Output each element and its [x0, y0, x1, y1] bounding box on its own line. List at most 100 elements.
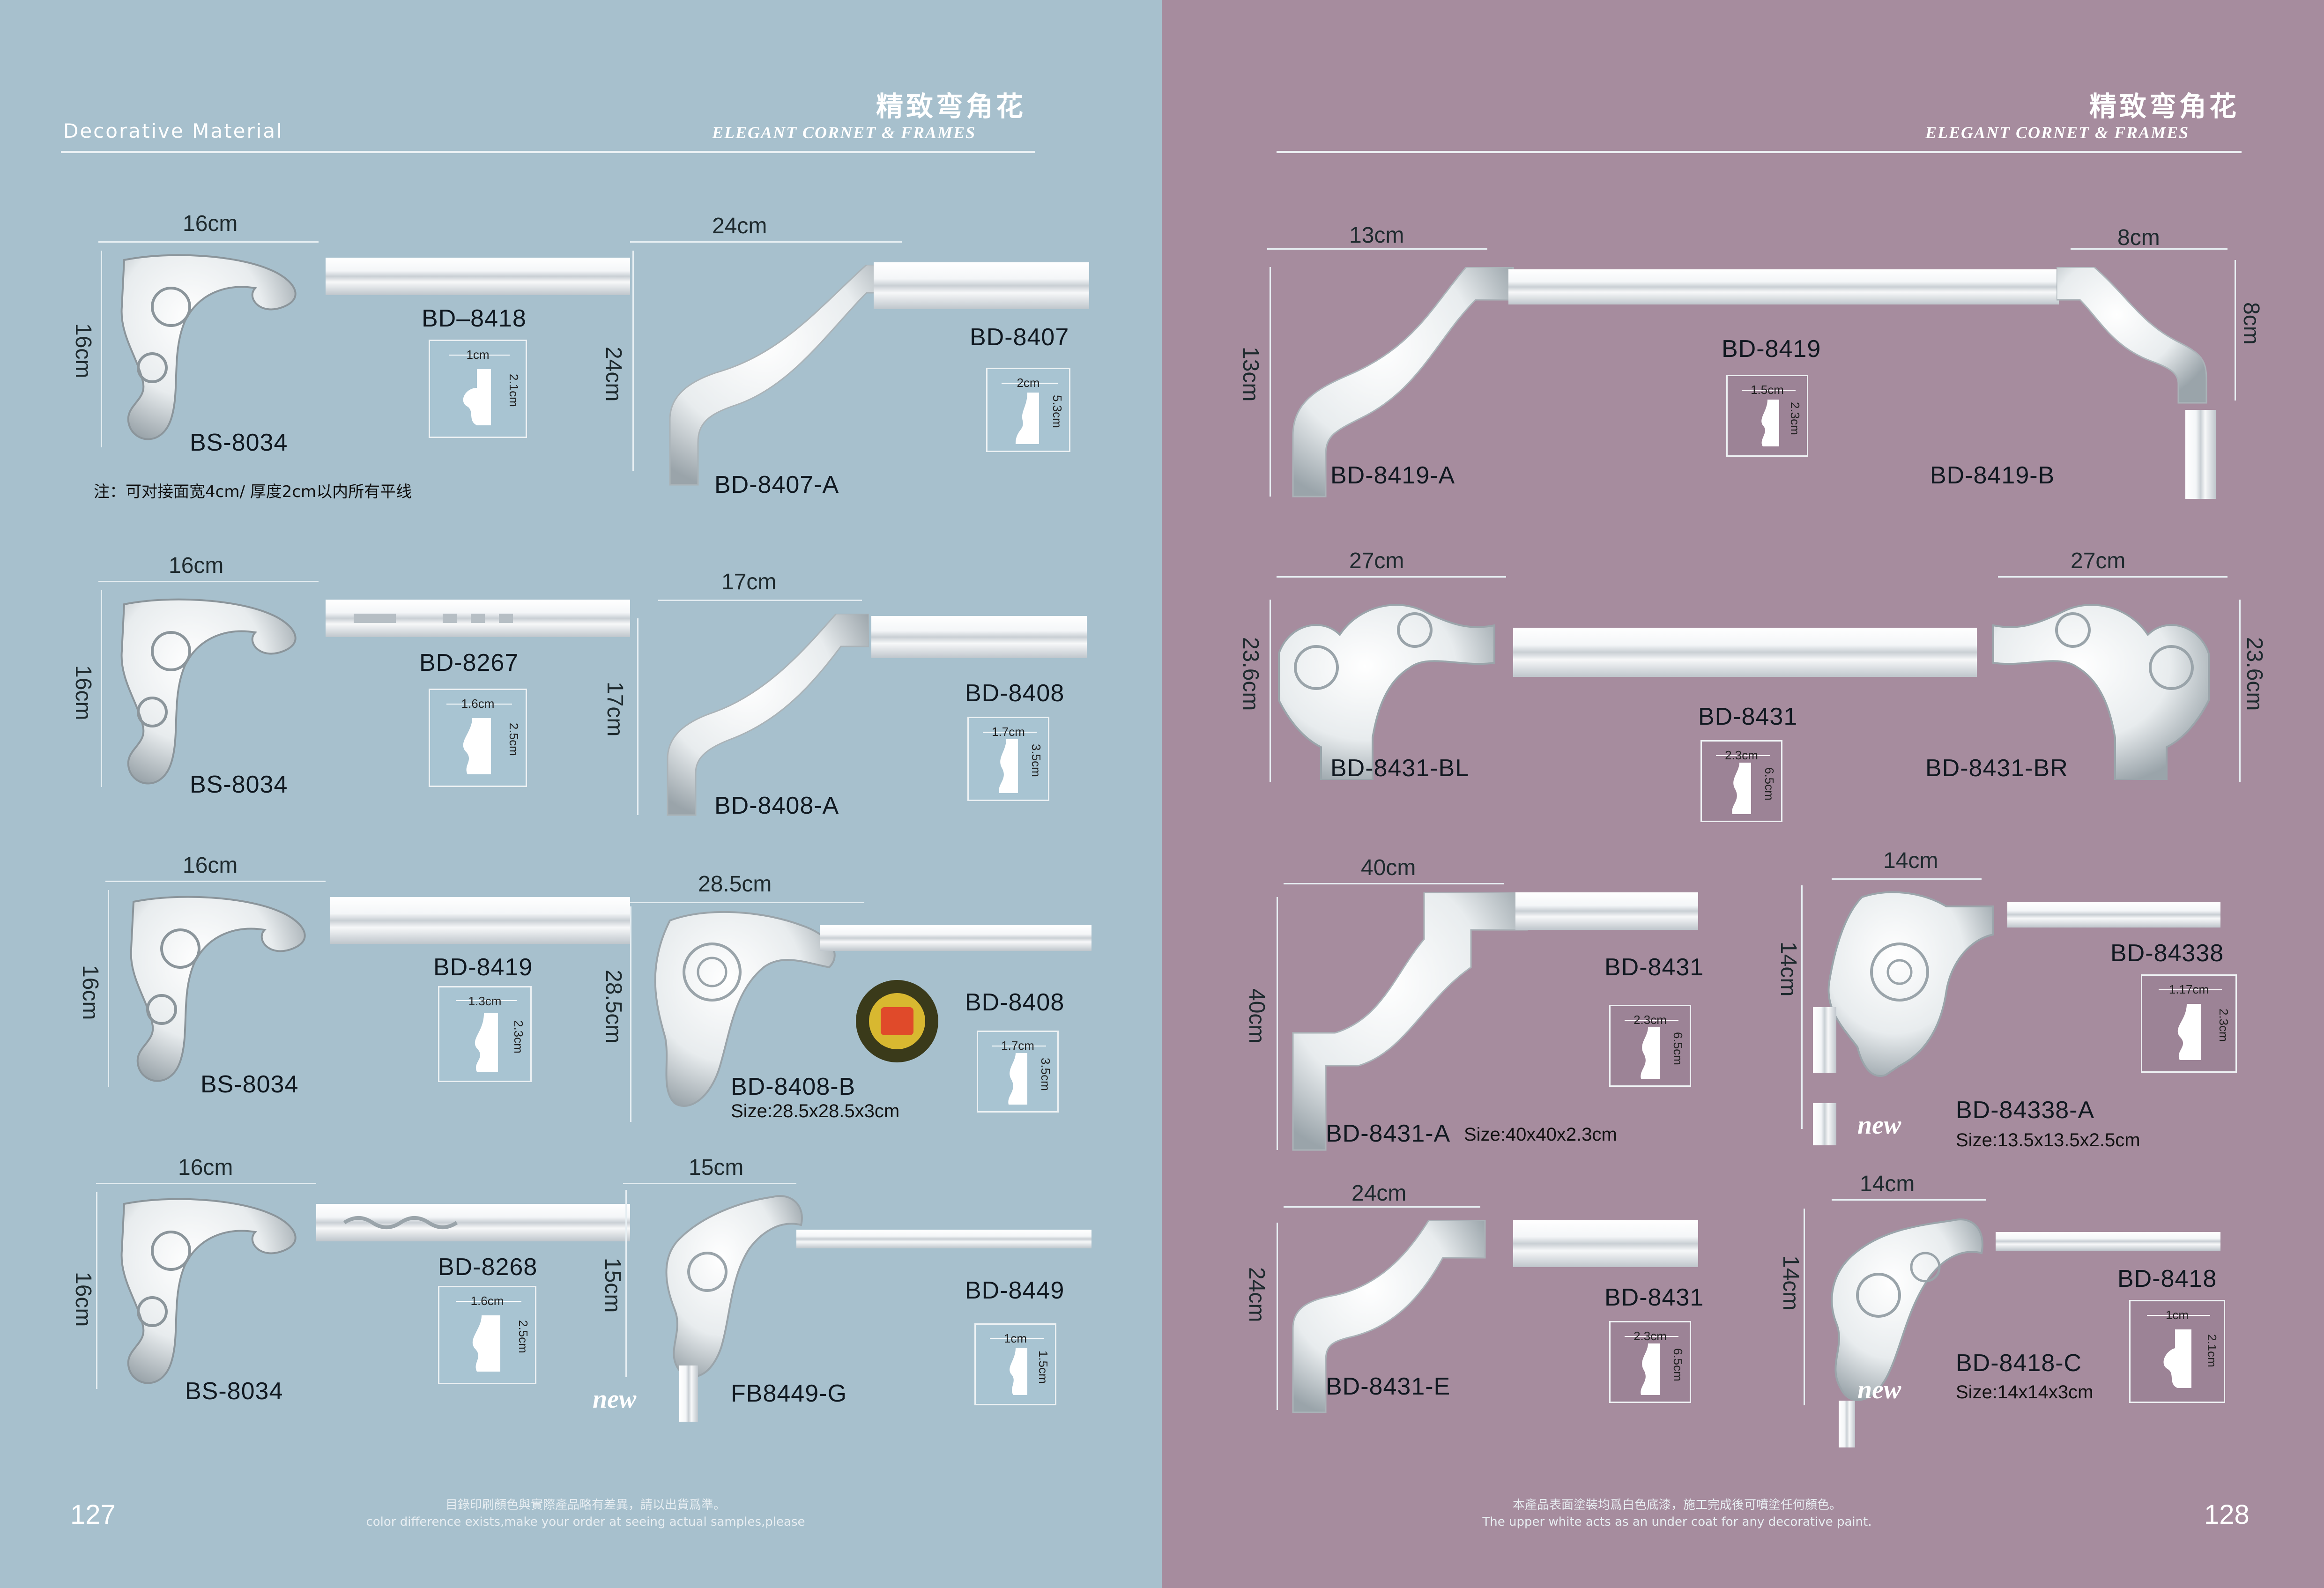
product-block: 28.5cm 28.5cm BD-8408 BD-8408-B Size:28.…: [595, 869, 1110, 1131]
line-code: BD-8431: [1698, 703, 1798, 730]
dim-width: 15cm: [689, 1155, 744, 1180]
profile-box: 2.3cm 6.5cm: [1609, 1005, 1691, 1087]
moulding-rail: [2007, 902, 2220, 928]
dim-width: 16cm: [178, 1155, 233, 1180]
profile-box: 1.7cm 3.5cm: [977, 1031, 1059, 1113]
profile-box: 2.3cm 6.5cm: [1700, 740, 1782, 822]
corner-ornament: [669, 265, 905, 486]
moulding-rail-vertical: [1839, 1401, 1855, 1447]
dim-height: 16cm: [71, 665, 96, 720]
dim-width: 27cm: [1349, 549, 1404, 573]
corner-code: BS-8034: [190, 429, 288, 456]
profile-height: 2.1cm: [507, 374, 521, 407]
moulding-rail-vertical: [1813, 1103, 1836, 1145]
profile-height: 5.3cm: [1050, 395, 1064, 428]
footer-en: color difference exists,make your order …: [366, 1515, 805, 1529]
profile-height: 2.1cm: [2205, 1334, 2219, 1367]
corner-ornament: [1292, 267, 1514, 497]
corner-ornament: [665, 1195, 803, 1378]
profile-width: 1.5cm: [1751, 383, 1784, 397]
profile-width: 2cm: [1017, 376, 1040, 390]
profile-width: 1cm: [2165, 1308, 2189, 1322]
profile-height: 6.5cm: [1671, 1348, 1685, 1381]
corner-ornament: [654, 911, 836, 1107]
dim-height: 23.6cm: [1238, 637, 1263, 711]
dim-height: 13cm: [1238, 347, 1263, 402]
dim-width: 16cm: [183, 853, 238, 878]
dim-width-2: 8cm: [2117, 225, 2160, 250]
line-code: BD–8418: [422, 305, 527, 332]
moulding-rail: [874, 262, 1089, 309]
corner-code: BD-8431-A: [1326, 1120, 1451, 1147]
brand-label: Decorative Material: [63, 119, 283, 142]
packaging-badge: [856, 980, 938, 1062]
product-block: 14cm 14cm BD-84338 1.17cm 2.3cm BD-84338…: [1776, 843, 2286, 1152]
new-badge: new: [1857, 1375, 1901, 1404]
header-rule: [61, 151, 1035, 153]
corner-ornament: [667, 614, 869, 816]
profile-width: 1.3cm: [468, 994, 502, 1008]
moulding-rail: [326, 258, 630, 295]
corner-code-2: BD-8419-B: [1930, 462, 2055, 489]
dim-width: 40cm: [1361, 855, 1416, 880]
moulding-rail: [820, 925, 1091, 951]
moulding-rail: [326, 600, 630, 637]
dim-height: 16cm: [71, 1272, 96, 1327]
corner-code: BS-8034: [190, 771, 288, 798]
profile-width: 2.3cm: [1633, 1329, 1667, 1343]
profile-box: 2cm 5.3cm: [986, 368, 1070, 452]
dim-height: 15cm: [600, 1258, 625, 1313]
page-title-cn: 精致弯角花: [876, 90, 1026, 122]
profile-height: 1.5cm: [1036, 1351, 1050, 1384]
dim-width: 28.5cm: [698, 872, 772, 897]
line-code: BD-8431: [1604, 954, 1704, 981]
moulding-rail-vertical: [1813, 1007, 1836, 1073]
product-block: 16cm 16cm BD–8418 BS-8034 1cm 2.1cm: [70, 211, 630, 473]
line-code: BD-8408: [965, 989, 1065, 1016]
corner-ornament-2: [2057, 267, 2207, 404]
product-block: 27cm 23.6cm BD-8431 2.3cm 6.5cm BD-8431-…: [1232, 546, 2286, 836]
line-code: BD-8419: [433, 954, 533, 981]
profile-height: 3.5cm: [1029, 744, 1043, 777]
profile-box: 1cm 2.1cm: [429, 340, 527, 438]
corner-ornament: [1292, 892, 1528, 1151]
product-block: 15cm 15cm BD-8449 FB8449-G new 1cm 1.5cm: [593, 1152, 1110, 1433]
corner-code: BD-8431-BL: [1330, 755, 1470, 782]
line-code: BD-8431: [1604, 1284, 1704, 1311]
dim-height: 16cm: [78, 965, 103, 1020]
page-title-cn: 精致弯角花: [2089, 90, 2240, 122]
page-title-en: ELEGANT CORNET & FRAMES: [712, 123, 976, 142]
left-page: Decorative Material 精致弯角花 ELEGANT CORNET…: [0, 0, 1162, 1588]
dim-width: 24cm: [712, 214, 767, 238]
moulding-rail: [1513, 1220, 1698, 1267]
moulding-rail-vertical: [679, 1365, 698, 1422]
corner-code: BD-8419-A: [1330, 462, 1455, 489]
page-title-en: ELEGANT CORNET & FRAMES: [1925, 123, 2190, 142]
moulding-rail: [871, 616, 1087, 658]
product-block: 17cm 17cm BD-8408 BD-8408-A 1.7cm 3.5cm: [595, 567, 1110, 829]
new-badge: new: [593, 1385, 637, 1414]
dim-width: 14cm: [1860, 1172, 1915, 1196]
profile-height: 2.5cm: [507, 723, 521, 756]
dim-width: 16cm: [183, 211, 238, 236]
profile-height: 2.3cm: [1788, 402, 1802, 435]
profile-box: 1.3cm 2.3cm: [438, 986, 532, 1082]
dim-width: 14cm: [1883, 848, 1938, 873]
corner-code: BD-8431-E: [1326, 1373, 1451, 1400]
footer-en: The upper white acts as an under coat fo…: [1482, 1515, 1872, 1529]
product-block: 24cm 24cm BD-8407 BD-8407-A 2cm 5.3cm: [595, 211, 1110, 501]
dim-width: 16cm: [169, 553, 224, 578]
header-rule: [1277, 151, 2242, 153]
moulding-rail: [1515, 892, 1698, 930]
dim-width: 17cm: [721, 570, 777, 594]
dim-width-2: 27cm: [2071, 549, 2126, 573]
corner-ornament: [120, 598, 297, 785]
profile-height: 2.5cm: [516, 1320, 530, 1353]
dim-height: 40cm: [1244, 988, 1269, 1044]
corner-code: BS-8034: [185, 1378, 283, 1405]
corner-ornament: [1827, 891, 1994, 1077]
product-block: 16cm 16cm BD-8268 BS-8034 1.6cm 2.5cm: [70, 1152, 630, 1415]
product-block: 24cm 24cm BD-8431 2.3cm 6.5cm BD-8431-E: [1232, 1180, 1771, 1443]
profile-box: 1cm 1.5cm: [974, 1323, 1056, 1405]
footer-cn: 目錄印刷顏色與實際產品略有差異，請以出貨爲準。: [445, 1498, 726, 1512]
